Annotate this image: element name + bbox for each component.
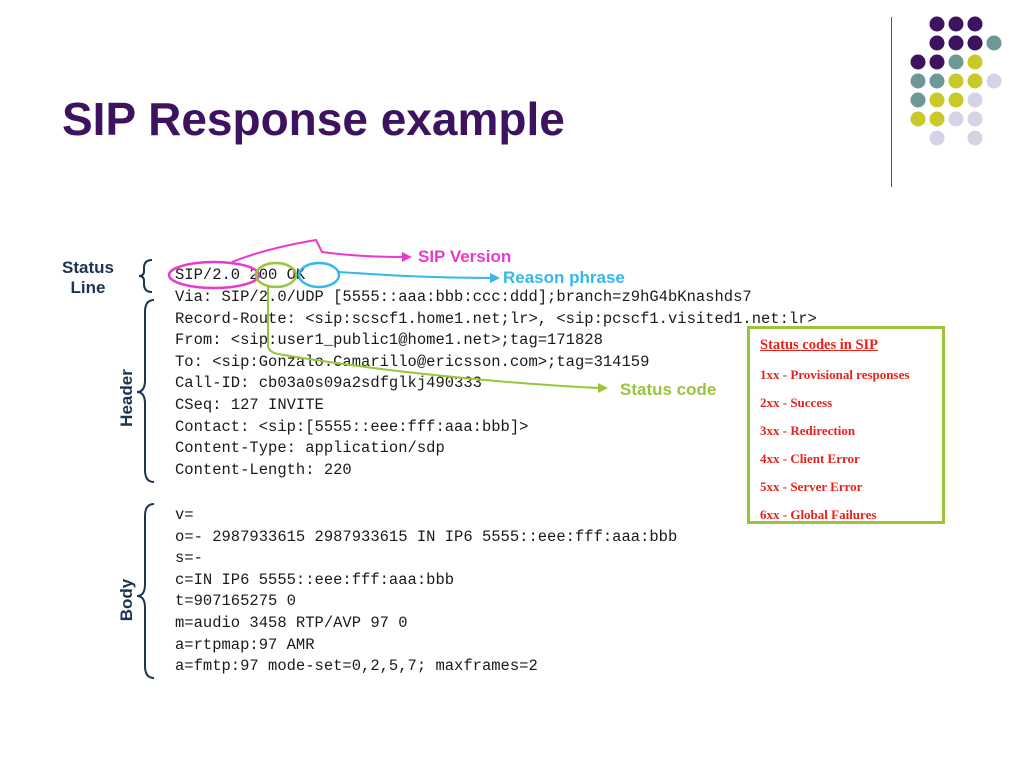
header-line: Call-ID: cb03a0s09a2sdfglkj490333 [175,374,482,393]
decorative-dot [967,92,983,108]
decorative-dot [948,54,964,70]
decorative-dot [967,130,983,146]
sip-version-ellipse [167,260,261,290]
decorative-dot [929,130,945,146]
decorative-dot [967,16,983,32]
body-line: o=- 2987933615 2987933615 IN IP6 5555::e… [175,527,678,546]
decorative-dot [910,73,926,89]
body-line: v= [175,506,194,524]
status-code-arrow [267,286,599,389]
page-title: SIP Response example [62,93,565,145]
status-code-ellipse [254,261,298,289]
status-code-item: 1xx - Provisional responses [760,367,910,382]
reason-phrase-arrowhead [490,273,500,283]
reason-phrase-annotation: Reason phrase [503,268,625,287]
decorative-dot [929,92,945,108]
reason-phrase-ellipse [297,261,341,289]
body-line: t=907165275 0 [175,592,296,611]
header-line: Content-Type: application/sdp [175,439,445,458]
status-line-brace [138,259,153,293]
decorative-dot [929,54,945,70]
header-brace [136,299,155,483]
header-line: To: <sip:Gonzalo.Camarillo@ericsson.com>… [175,352,650,371]
body-brace [136,503,155,679]
decorative-dot [948,111,964,127]
decorative-dot [948,16,964,32]
status-code-arrowhead [598,383,608,393]
reason-phrase-arrow [338,271,491,279]
status-code-item: 5xx - Server Error [760,479,863,494]
decorative-dot [967,54,983,70]
status-code-annotation: Status code [620,380,717,399]
header-line: From: <sip:user1_public1@home1.net>;tag=… [175,331,603,350]
status-code-item: 3xx - Redirection [760,423,856,438]
decorative-dot [929,16,945,32]
sip-version-annotation: SIP Version [418,247,512,266]
decorative-dot [986,73,1002,89]
body-line: m=audio 3458 RTP/AVP 97 0 [175,614,408,632]
sip-version-arrow [231,238,403,263]
decorative-dot [910,111,926,127]
body-line: a=rtpmap:97 AMR [175,635,315,654]
status-code-item: 2xx - Success [760,395,833,410]
status-line-label-line: Status [62,258,114,277]
status-line-label-line: Line [70,278,106,297]
decorative-dot [948,73,964,89]
status-codes-box: Status codes in SIP 1xx - Provisional re… [747,326,945,524]
header-line: Content-Length: 220 [175,460,352,479]
sip-version-arrowhead [402,252,412,262]
decorative-dot [948,92,964,108]
status-codes-heading: Status codes in SIP [760,337,879,353]
header-line: Record-Route: <sip:scscf1.home1.net;lr>,… [175,309,817,328]
decorative-dot [948,35,964,51]
decorative-dot [929,35,945,51]
title-divider-line [891,17,892,187]
body-line: c=IN IP6 5555::eee:fff:aaa:bbb [175,570,455,589]
header-line: Contact: <sip:[5555::eee:fff:aaa:bbb]> [175,417,529,436]
decorative-dot [910,54,926,70]
header-line: Via: SIP/2.0/UDP [5555::aaa:bbb:ccc:ddd]… [175,288,752,306]
body-line: a=fmtp:97 mode-set=0,2,5,7; maxframes=2 [175,657,538,676]
decorative-dot [967,35,983,51]
header-line: CSeq: 127 INVITE [175,396,324,414]
status-code-item: 4xx - Client Error [760,451,860,466]
decorative-dot [929,111,945,127]
body-line: s=- [175,549,203,568]
decorative-dot [986,35,1002,51]
decorative-dot [967,73,983,89]
decorative-dot [967,111,983,127]
decorative-dot [929,73,945,89]
decorative-dot-grid [910,16,1002,146]
decorative-dot [910,92,926,108]
status-code-item: 6xx - Global Failures [760,507,877,522]
